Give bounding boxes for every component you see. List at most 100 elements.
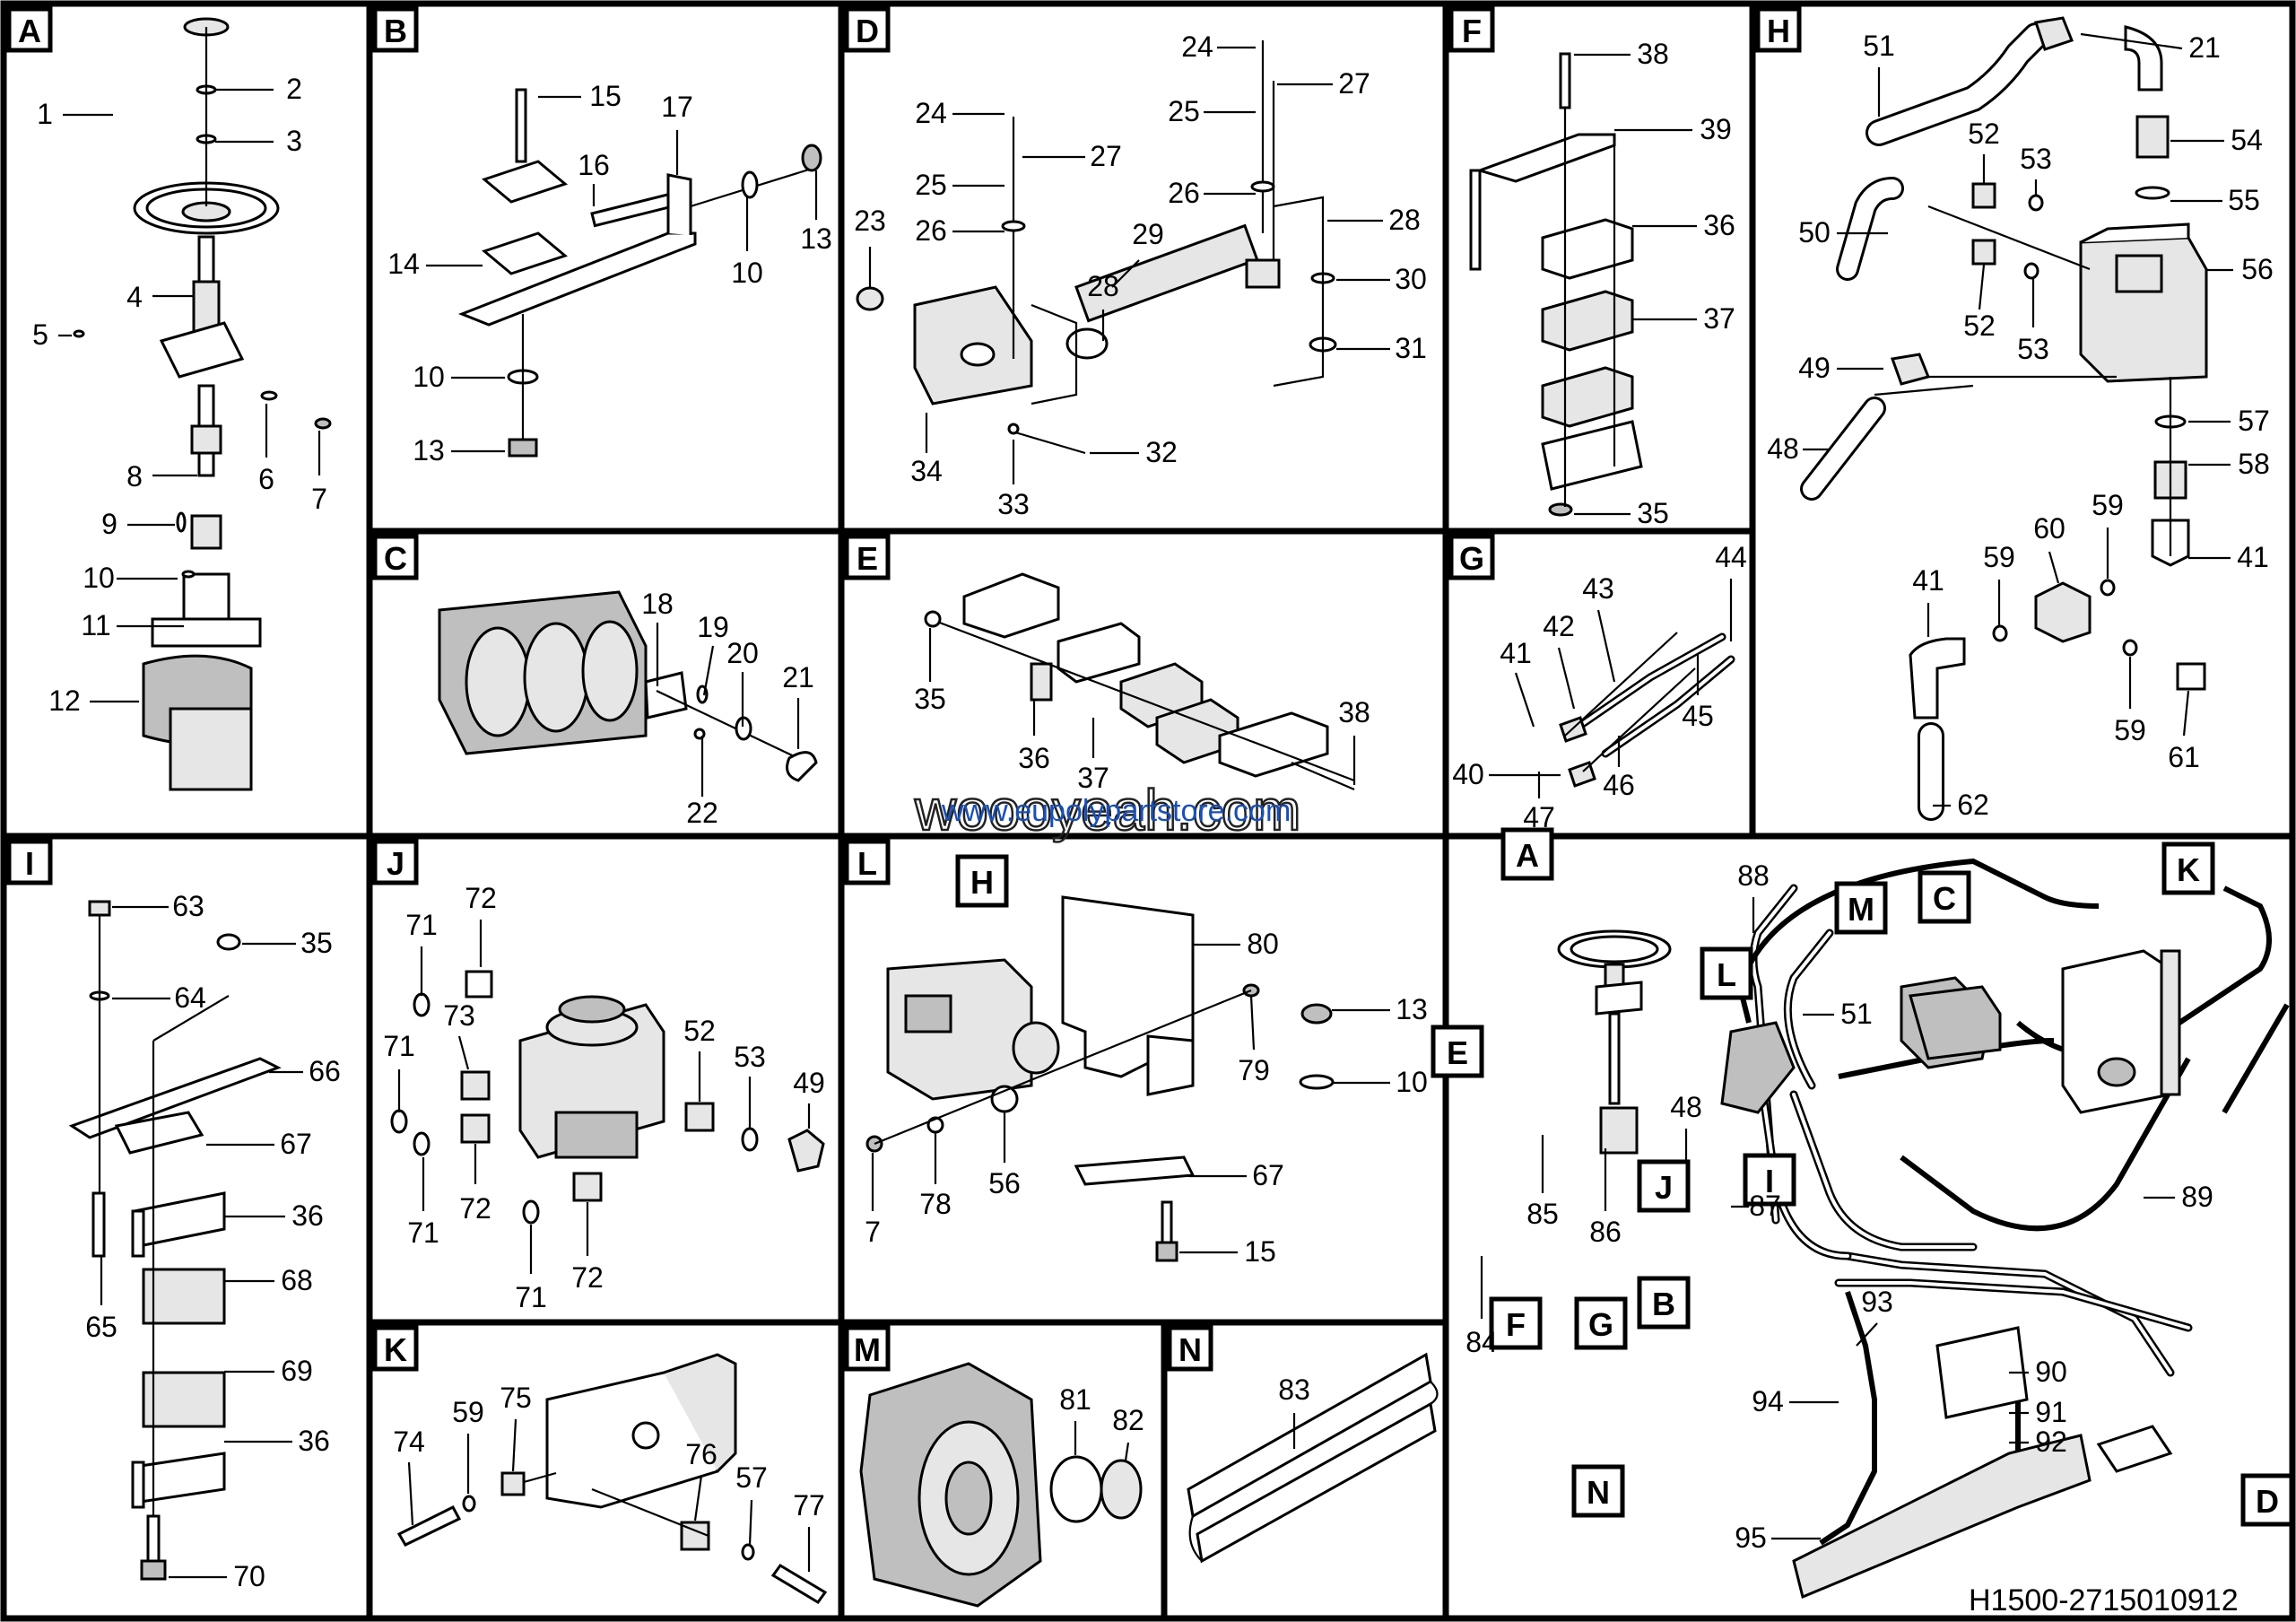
callout-overview-90: 90	[2035, 1356, 2067, 1388]
panel-label-text: A	[18, 13, 41, 49]
callout-d-24: 24	[915, 97, 947, 129]
callout-d-24: 24	[1181, 31, 1213, 63]
panel-h-valve	[1800, 16, 2208, 821]
callout-k-77: 77	[793, 1489, 825, 1522]
overview-tag-a: A	[1500, 827, 1554, 881]
callout-leader	[693, 1475, 703, 1522]
callout-leader	[2048, 551, 2060, 584]
panel-c-pump	[438, 590, 818, 782]
callout-l-15: 15	[1244, 1235, 1276, 1268]
callout-l-56: 56	[988, 1167, 1021, 1199]
callout-k-76: 76	[685, 1438, 718, 1470]
panel-label-n: N	[1167, 1325, 1213, 1372]
callout-j-71: 71	[405, 909, 438, 941]
panel-label-text: B	[384, 13, 407, 49]
callout-h-52: 52	[1968, 118, 2000, 150]
panel-label-a: A	[6, 6, 53, 53]
callout-h-52: 52	[1963, 310, 1996, 342]
overview-tag-text: I	[1765, 1163, 1774, 1199]
callout-leader	[748, 1499, 753, 1546]
callout-a-12: 12	[48, 685, 81, 717]
callout-h-48: 48	[1767, 432, 1799, 465]
callout-l-78: 78	[919, 1188, 952, 1220]
overview-tag-text: B	[1652, 1286, 1675, 1322]
callout-f-35: 35	[1637, 497, 1669, 529]
panel-k-valve-block	[396, 1353, 828, 1604]
callout-l-10: 10	[1396, 1066, 1428, 1098]
callout-d-23: 23	[854, 205, 886, 237]
overview-tag-l: L	[1700, 946, 1753, 1000]
callout-i-36: 36	[291, 1199, 324, 1232]
callout-d-27: 27	[1338, 67, 1370, 100]
panel-m-engine	[859, 1362, 1143, 1608]
callout-j-72: 72	[459, 1192, 491, 1225]
callout-c-20: 20	[726, 637, 759, 669]
overview-tag-text: K	[2177, 851, 2200, 888]
callout-overview-89: 89	[2181, 1181, 2213, 1213]
callout-l-13: 13	[1396, 993, 1428, 1025]
callout-overview-84: 84	[1465, 1326, 1498, 1358]
overview-tag-text: D	[2256, 1483, 2279, 1520]
callout-leader	[1111, 259, 1140, 288]
callout-i-70: 70	[233, 1560, 265, 1592]
callout-a-3: 3	[286, 125, 302, 157]
callout-g-46: 46	[1603, 769, 1635, 801]
callout-j-72: 72	[465, 882, 497, 914]
overview-tag-text: J	[1655, 1169, 1673, 1206]
panel-i-bracket	[68, 900, 282, 1581]
overview-tag-text: M	[1848, 891, 1874, 928]
callout-h-51: 51	[1863, 30, 1895, 62]
callout-h-60: 60	[2033, 512, 2066, 545]
callout-e-38: 38	[1338, 696, 1370, 728]
overview-tag-text: E	[1447, 1034, 1468, 1071]
panel-label-text: F	[1462, 13, 1482, 49]
callout-leader	[1978, 264, 1986, 310]
panel-label-text: D	[856, 13, 879, 49]
callout-b-17: 17	[661, 91, 693, 123]
callout-leader	[511, 1418, 517, 1472]
overview-tag-d: D	[2240, 1473, 2294, 1527]
callout-d-30: 30	[1395, 263, 1427, 295]
callout-l-67: 67	[1252, 1159, 1284, 1191]
callout-i-64: 64	[174, 981, 206, 1014]
callout-k-57: 57	[735, 1461, 768, 1494]
callout-overview-86: 86	[1589, 1216, 1622, 1248]
callout-h-61: 61	[2168, 741, 2200, 773]
callout-leader	[702, 645, 715, 696]
figure-code: H1500-2715010912	[1969, 1583, 2239, 1618]
callout-h-57: 57	[2238, 405, 2270, 437]
callout-leader	[407, 1461, 414, 1526]
callout-b-13: 13	[413, 434, 445, 467]
overview-tag-text: C	[1933, 880, 1956, 917]
callout-g-43: 43	[1582, 572, 1614, 605]
callout-h-53: 53	[2017, 333, 2049, 365]
callout-h-50: 50	[1798, 216, 1831, 249]
callout-f-38: 38	[1637, 38, 1669, 70]
callout-h-59: 59	[2092, 489, 2124, 521]
callout-c-19: 19	[697, 611, 729, 643]
callout-h-56: 56	[2241, 253, 2274, 285]
callout-overview-85: 85	[1526, 1198, 1559, 1230]
callout-j-71: 71	[515, 1281, 547, 1313]
panel-label-e: E	[844, 534, 891, 580]
callout-i-65: 65	[85, 1311, 117, 1343]
callout-a-5: 5	[32, 318, 48, 351]
panel-label-text: H	[1767, 13, 1790, 49]
callout-b-15: 15	[589, 80, 622, 112]
callout-d-28: 28	[1388, 204, 1421, 236]
callout-k-59: 59	[452, 1396, 484, 1428]
callout-i-36: 36	[298, 1425, 330, 1457]
overview-tag-h: H	[955, 854, 1009, 908]
callout-leader	[1514, 672, 1535, 728]
panel-label-text: G	[1459, 540, 1484, 577]
callout-d-28: 28	[1087, 270, 1119, 302]
panel-label-text: K	[384, 1331, 407, 1368]
overview-tag-c: C	[1918, 870, 1971, 924]
panel-label-f: F	[1448, 6, 1495, 53]
panel-label-i: I	[6, 839, 53, 885]
callout-overview-48: 48	[1670, 1091, 1702, 1123]
overview-tag-m: M	[1834, 881, 1888, 935]
